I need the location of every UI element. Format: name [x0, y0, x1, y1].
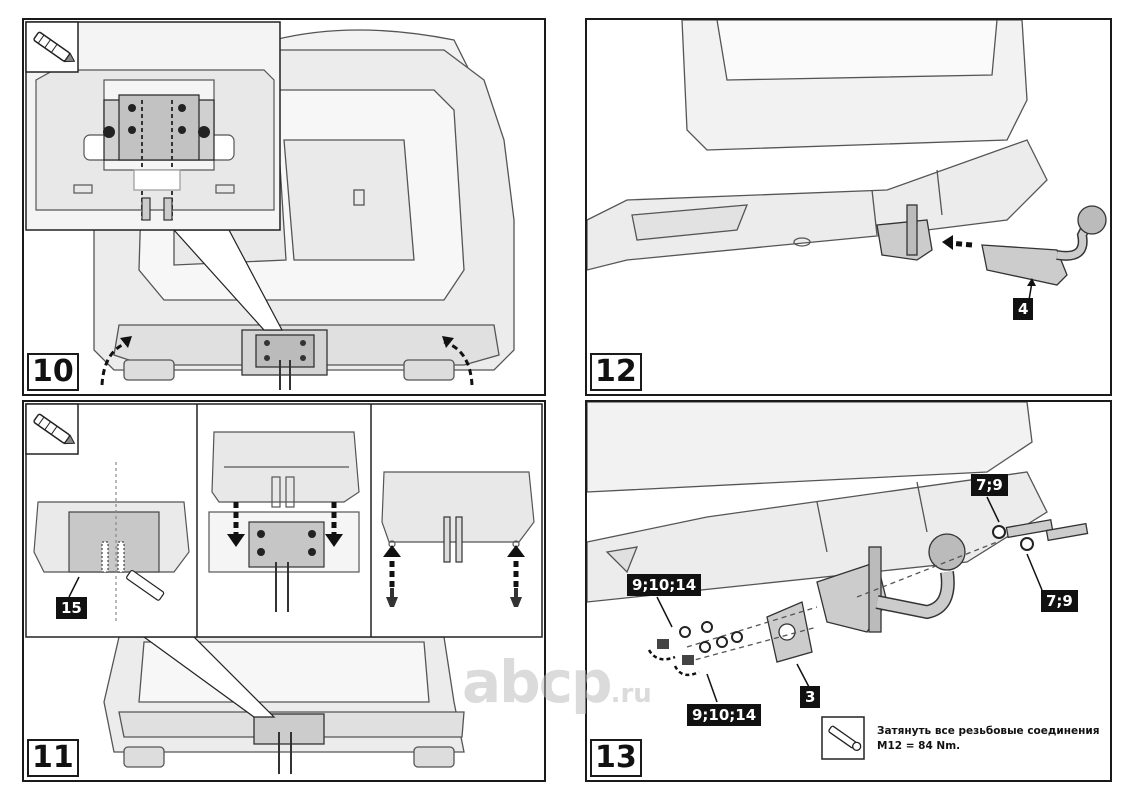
watermark-main: abcp	[462, 648, 613, 716]
part-label-4: 4	[1013, 298, 1034, 320]
watermark: abcp.ru	[462, 648, 652, 716]
cutter-knife-icon	[25, 403, 79, 455]
step-10-illustration	[25, 21, 515, 390]
dashed-arrow-icon	[233, 502, 337, 537]
watermark-suffix: .ru	[610, 679, 652, 709]
part-label-7-9-right: 7;9	[1041, 590, 1078, 612]
step-13-illustration	[587, 402, 1089, 760]
part-label-9-10-14-left: 9;10;14	[627, 574, 702, 596]
step-13-panel: 7;9 7;9 9;10;14 9;10;14 3 Затянуть все р…	[585, 400, 1112, 782]
step-11-panel: 15 11	[22, 400, 546, 782]
step-11-illustration	[25, 403, 543, 774]
torque-note: Затянуть все резьбовые соединения M12 = …	[877, 724, 1099, 754]
part-label-7-9-top: 7;9	[971, 474, 1008, 496]
part-label-15: 15	[56, 597, 87, 619]
push-clip-icon	[386, 588, 522, 607]
cutter-knife-icon	[25, 21, 79, 73]
step-number: 10	[27, 353, 79, 391]
torque-note-line2: M12 = 84 Nm.	[877, 740, 961, 752]
part-label-3: 3	[800, 686, 821, 708]
step-number: 11	[27, 739, 79, 777]
step-10-panel: 10	[22, 18, 546, 396]
step-12-illustration	[587, 20, 1107, 313]
step-12-panel: 4 12	[585, 18, 1112, 396]
step-number: 13	[590, 739, 642, 777]
part-label-9-10-14-bottom: 9;10;14	[687, 704, 762, 726]
step-number: 12	[590, 353, 642, 391]
torque-note-line1: Затянуть все резьбовые соединения	[877, 725, 1100, 737]
torque-wrench-icon	[821, 716, 865, 760]
